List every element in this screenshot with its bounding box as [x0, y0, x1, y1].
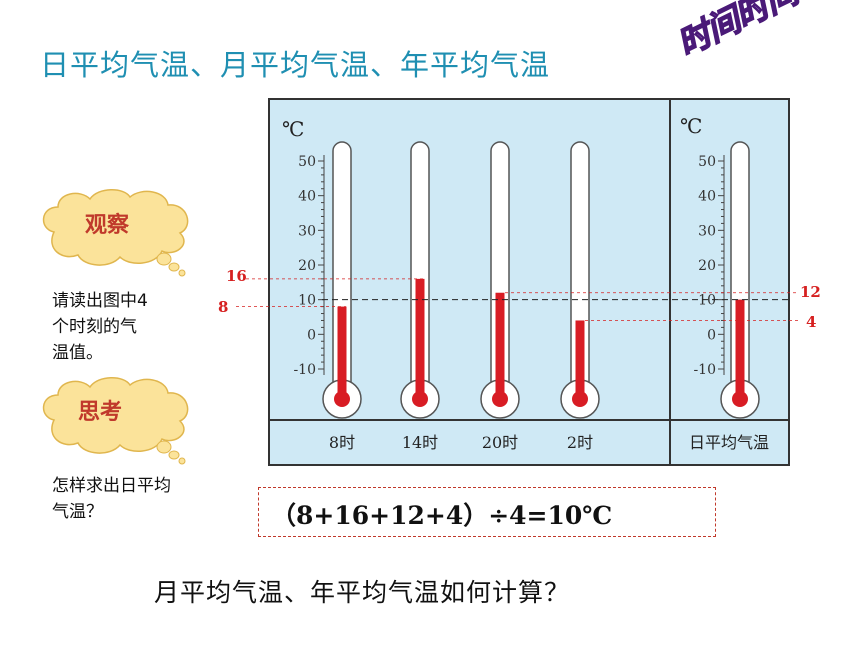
thermometer-1	[400, 141, 440, 419]
thermometer-1-mercury	[415, 278, 425, 399]
scale-left-tick-label: -10	[293, 362, 316, 378]
callout-8: 8	[218, 298, 229, 316]
thermometer-0-bulb	[334, 391, 350, 407]
thermometer-0	[322, 141, 362, 419]
thermometer-3-mercury	[575, 320, 585, 399]
observe-text: 请读出图中4 个时刻的气 温值。	[52, 288, 148, 366]
question-text: 月平均气温、年平均气温如何计算？	[154, 578, 571, 607]
callout-12: 12	[800, 283, 821, 301]
observe-line-1: 请读出图中4	[52, 291, 148, 311]
thermometer-label-8: 8时	[329, 433, 355, 452]
scale-left-tick-label: 50	[298, 154, 316, 170]
scale-left-tick-label: 0	[307, 327, 316, 343]
thermometer-1-bulb	[412, 391, 428, 407]
scale-right-tick-label: 0	[707, 327, 716, 343]
callout-16: 16	[226, 267, 247, 285]
scale-right-tick-label: 20	[698, 258, 716, 274]
scale-left-tick-label: 40	[298, 189, 316, 205]
scale-right-tick-label: 40	[698, 189, 716, 205]
think-line-2: 气温？	[52, 502, 103, 522]
observe-line-3: 温值。	[52, 343, 103, 363]
scale-right-tick-label: 10	[698, 293, 716, 309]
think-text: 怎样求出日平均 气温？	[52, 473, 171, 525]
scale-left-tick-label: 10	[298, 293, 316, 309]
thermometer-2-bulb	[492, 391, 508, 407]
callout-4: 4	[806, 313, 817, 331]
scale-left-tick-label: 20	[298, 258, 316, 274]
thermometer-2	[480, 141, 520, 419]
think-label: 思考	[78, 400, 123, 425]
observe-cloud	[42, 189, 189, 277]
thermometer-3-bulb	[572, 391, 588, 407]
thermometer-0-mercury	[337, 306, 347, 399]
scale-right-tick-label: 50	[698, 154, 716, 170]
observe-line-2: 个时刻的气	[52, 317, 137, 337]
scale-right-tick-label: 30	[698, 223, 716, 239]
unit-label-right: ℃	[680, 114, 702, 138]
thermometer-average-mercury	[735, 299, 745, 399]
thermometer-2-mercury	[495, 292, 505, 399]
think-line-1: 怎样求出日平均	[52, 476, 171, 496]
unit-label-left: ℃	[282, 117, 304, 141]
thermometer-label-20: 20时	[482, 433, 518, 452]
scale-left-tick-label: 30	[298, 223, 316, 239]
think-cloud	[42, 377, 189, 465]
thermometer-average-bulb	[732, 391, 748, 407]
average-formula: （8+16+12+4）÷4=10℃	[271, 501, 613, 530]
formula-box: （8+16+12+4）÷4=10℃	[258, 487, 716, 537]
thermometer-3	[560, 141, 600, 419]
thermometer-label-14: 14时	[402, 433, 438, 452]
scale-right-tick-label: -10	[693, 362, 716, 378]
slide-title: 日平均气温、月平均气温、年平均气温	[40, 48, 551, 82]
thermometer-average	[720, 141, 760, 419]
average-label: 日平均气温	[689, 433, 769, 452]
observe-label: 观察	[85, 213, 130, 238]
thermometer-label-2: 2时	[567, 433, 593, 452]
